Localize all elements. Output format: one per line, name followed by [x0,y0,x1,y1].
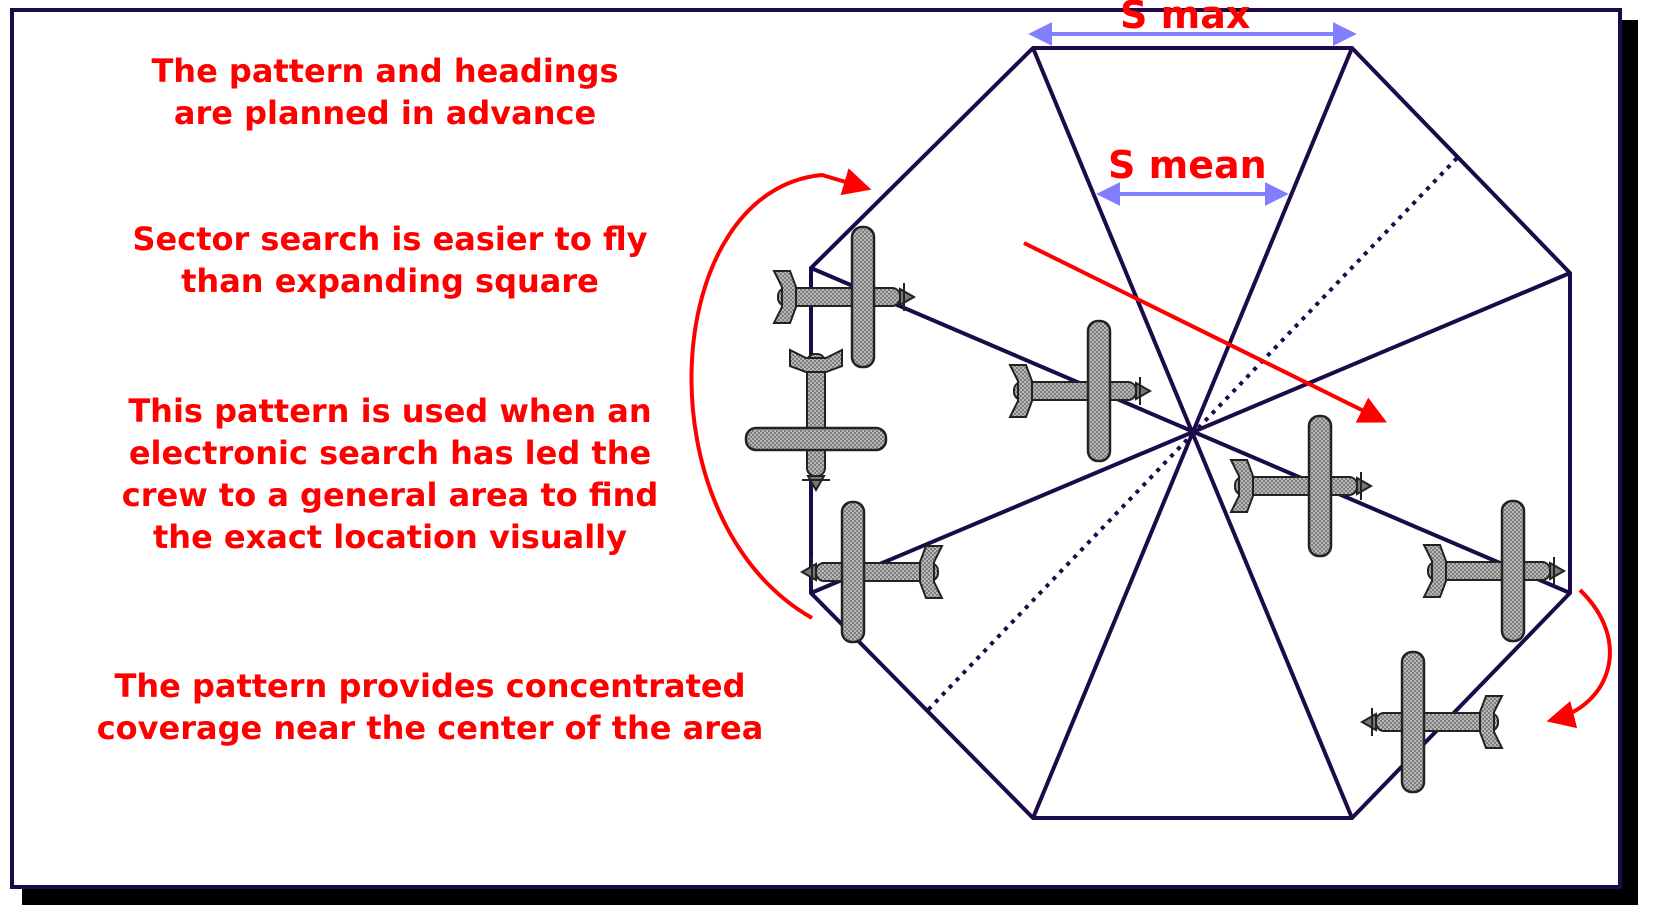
airplane-icon [800,500,944,644]
note-electronic-search: This pattern is used when an electronic … [121,392,659,556]
airplane-icon [772,225,916,369]
note-concentrated-coverage: The pattern provides concentrated covera… [96,667,764,747]
curved-arrow-icon [1546,588,1612,729]
note-easier-to-fly: Sector search is easier to fly than expa… [132,220,648,300]
airplane-icon [744,348,888,492]
s-max-label: S max [1120,0,1250,37]
s-mean-label: S mean [1108,143,1267,187]
note-planned-in-advance: The pattern and headings are planned in … [151,52,619,132]
curved-arrow-icon [689,168,872,620]
airplane-icon [1008,319,1152,463]
airplane-icon [1360,650,1504,794]
dotted-leg [926,156,1459,712]
direction-arrow-icon [1023,241,1388,423]
airplane-icon [1229,414,1373,558]
